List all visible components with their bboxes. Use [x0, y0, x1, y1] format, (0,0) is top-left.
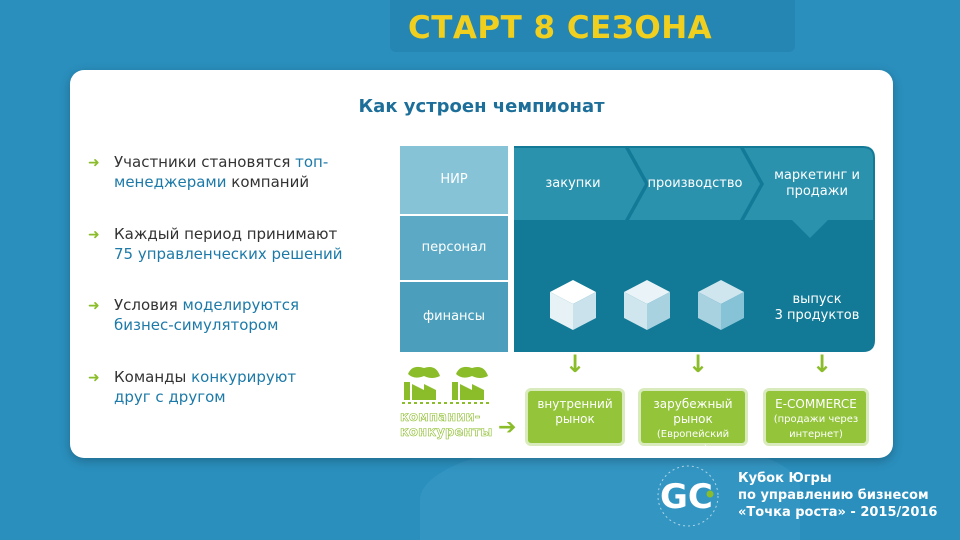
bullet-item: ➜ Условия моделируются бизнес-симуляторо…: [88, 295, 300, 335]
arrow-down-icon: ↓: [812, 350, 833, 378]
arrow-right-icon: ➔: [498, 415, 517, 440]
gc-logo-icon: GC: [657, 465, 719, 527]
diagram-shapes: [400, 146, 875, 352]
card-title: Как устроен чемпионат: [358, 96, 605, 117]
arrow-down-icon: ↓: [565, 350, 586, 378]
output-label: выпуск 3 продуктов: [774, 292, 860, 323]
chain-procurement: закупки: [545, 176, 601, 191]
page-title: СТАРТ 8 СЕЗОНА: [408, 10, 713, 46]
bullet-text: Каждый период принимают 75 управленчески…: [114, 225, 343, 263]
bullet-item: ➜ Участники становятся топ- менеджерами …: [88, 152, 329, 192]
arrow-bullet-icon: ➜: [88, 155, 100, 171]
chain-production: производство: [647, 176, 743, 191]
bullet-text: Условия моделируются бизнес-симулятором: [114, 296, 300, 334]
content-card: Как устроен чемпионат ➜ Участники станов…: [70, 70, 893, 458]
block-rnd: НИР: [440, 172, 468, 187]
market-ecommerce: E-COMMERCE (продажи через интернет): [763, 388, 869, 446]
bullet-item: ➜ Команды конкурируют друг с другом: [88, 367, 297, 407]
logo-caption: Кубок Югры по управлению бизнесом «Точка…: [738, 471, 938, 520]
product-cube-icon: [550, 280, 596, 330]
arrow-down-icon: ↓: [688, 350, 709, 378]
product-cube-icon: [698, 280, 744, 330]
block-finance: финансы: [423, 309, 485, 324]
title-bar: СТАРТ 8 СЕЗОНА: [390, 0, 795, 52]
chain-marketing-sales: маркетинг и продажи: [774, 168, 860, 199]
block-personnel: персонал: [421, 240, 487, 255]
market-domestic: внутренний рынок: [525, 388, 625, 446]
product-cube-icon: [624, 280, 670, 330]
competitors-label: компании- конкуренты: [400, 410, 493, 441]
process-diagram: НИР персонал финансы закупки производств…: [400, 146, 875, 352]
arrow-bullet-icon: ➜: [88, 298, 100, 314]
bullet-item: ➜ Каждый период принимают 75 управленчес…: [88, 224, 343, 264]
event-logo: GC Кубок Югры по управлению бизнесом «То…: [650, 462, 950, 532]
factory-icon: [402, 366, 492, 404]
market-foreign: зарубежный рынок (Европейский союз): [638, 388, 748, 455]
bullet-text: Команды конкурируют друг с другом: [114, 368, 297, 406]
arrow-bullet-icon: ➜: [88, 370, 100, 386]
bullet-text: Участники становятся топ- менеджерами ко…: [114, 153, 329, 191]
svg-text:GC: GC: [660, 477, 713, 517]
arrow-bullet-icon: ➜: [88, 227, 100, 243]
